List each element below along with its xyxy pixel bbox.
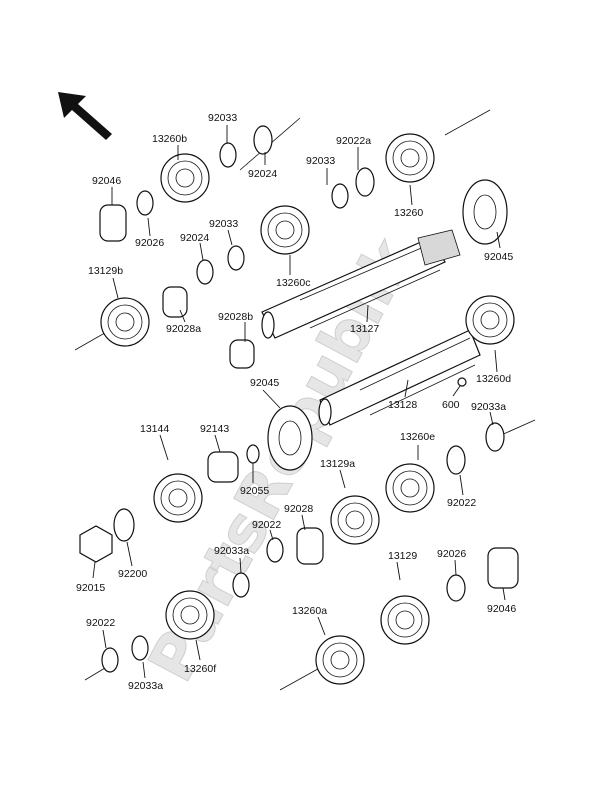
label-13260e: 13260e	[400, 431, 435, 443]
gear-13260b	[160, 153, 210, 203]
gear-13260c	[260, 205, 310, 255]
label-92033: 92033	[306, 155, 335, 167]
label-92015: 92015	[76, 582, 105, 594]
label-92022: 92022	[86, 617, 115, 629]
label-13260b: 13260b	[152, 133, 187, 145]
label-13129b: 13129b	[88, 265, 123, 277]
gear-13260d	[465, 295, 515, 345]
label-92028b: 92028b	[218, 311, 253, 323]
front-direction-arrow-icon	[58, 92, 112, 140]
bushing-92143	[207, 451, 239, 483]
lower-shaft-13128	[318, 329, 481, 426]
gear-13260f	[165, 590, 215, 640]
label-92024: 92024	[180, 232, 209, 244]
bushing-92028b	[229, 339, 255, 369]
leader-lines	[92, 125, 506, 679]
label-92200: 92200	[118, 568, 147, 580]
bushing-92028a	[162, 286, 188, 318]
part-labels: 92033 13260b 92024 92022a 92033 13260 92…	[76, 112, 516, 692]
gear-13129a	[330, 495, 380, 545]
label-13129a: 13129a	[320, 458, 355, 470]
label-13127: 13127	[350, 323, 379, 335]
label-92143: 92143	[200, 423, 229, 435]
label-13260f: 13260f	[184, 663, 216, 675]
label-92026: 92026	[437, 548, 466, 560]
gear-13129b	[100, 297, 150, 347]
label-92055: 92055	[240, 485, 269, 497]
bushing-92046-bot	[487, 547, 519, 589]
washer-92200	[113, 508, 135, 542]
label-92045: 92045	[484, 251, 513, 263]
upper-shaft-13127	[261, 229, 461, 339]
label-13260d: 13260d	[476, 373, 511, 385]
bushing-92028	[296, 527, 324, 565]
label-92033: 92033	[208, 112, 237, 124]
gear-13144	[153, 473, 203, 523]
gear-13260	[385, 133, 435, 183]
label-92033: 92033	[209, 218, 238, 230]
label-92022: 92022	[447, 497, 476, 509]
label-92028: 92028	[284, 503, 313, 515]
label-92033a: 92033a	[128, 680, 163, 692]
label-13260c: 13260c	[276, 277, 310, 289]
label-13144: 13144	[140, 423, 169, 435]
nut-92015	[79, 525, 113, 563]
label-92033a: 92033a	[214, 545, 249, 557]
label-92028a: 92028a	[166, 323, 201, 335]
label-13260: 13260	[394, 207, 423, 219]
label-92033a: 92033a	[471, 401, 506, 413]
label-92026: 92026	[135, 237, 164, 249]
label-13260a: 13260a	[292, 605, 327, 617]
label-92045: 92045	[250, 377, 279, 389]
label-92046: 92046	[92, 175, 121, 187]
label-92024: 92024	[248, 168, 277, 180]
label-92022: 92022	[252, 519, 281, 531]
bearing-92045-mid	[267, 405, 313, 471]
label-600: 600	[442, 399, 460, 411]
gear-13260a	[315, 635, 365, 685]
pin-600	[457, 377, 467, 387]
gear-13260e	[385, 463, 435, 513]
label-92022a: 92022a	[336, 135, 371, 147]
label-92046: 92046	[487, 603, 516, 615]
bushing-92046-top	[99, 204, 127, 242]
gear-13129	[380, 595, 430, 645]
bearing-92045-top	[462, 179, 508, 245]
label-13128: 13128	[388, 399, 417, 411]
label-13129: 13129	[388, 550, 417, 562]
ring-washers	[101, 125, 505, 673]
